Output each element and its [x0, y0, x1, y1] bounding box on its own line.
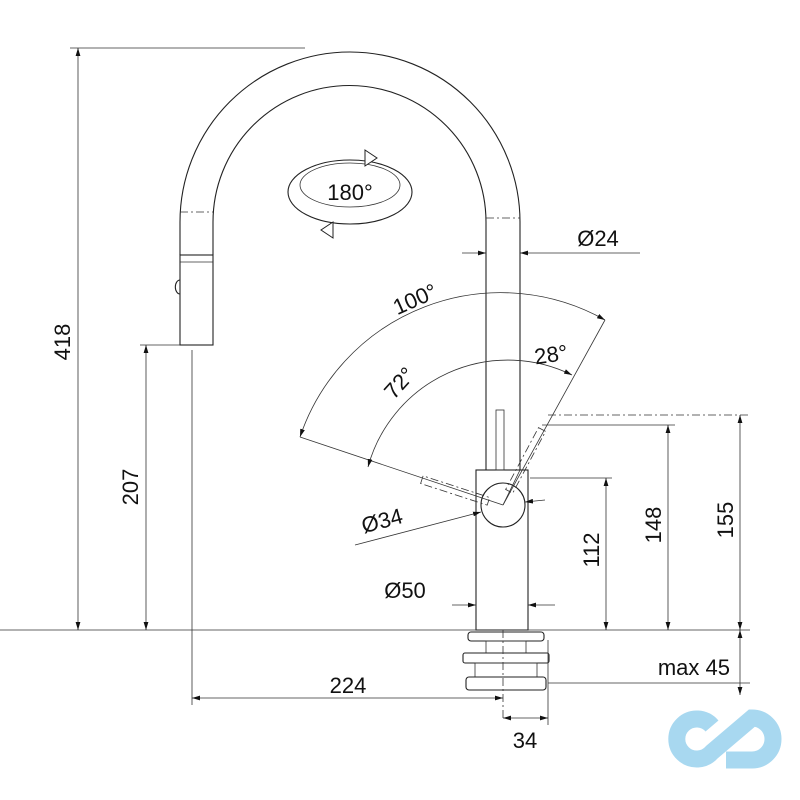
label-lever-height: 148 [641, 507, 666, 544]
label-angle-right: 28° [533, 340, 569, 369]
dimension-lines [75, 48, 743, 721]
faucet-outline [174, 51, 550, 720]
label-spout-rotation: 180° [327, 180, 373, 205]
label-angle-left: 72° [379, 362, 420, 403]
label-spout-diameter: Ø24 [577, 226, 619, 251]
pull-out-head [179, 254, 214, 346]
rotation-arrow-icon [287, 149, 413, 239]
label-angle-total: 100° [389, 278, 441, 319]
lever-vertical [495, 409, 505, 471]
label-outlet-height: 207 [118, 469, 143, 506]
extension-lines [0, 47, 750, 725]
label-base-offset: 34 [513, 728, 537, 753]
label-body-height: 112 [579, 532, 604, 567]
label-max-thickness: max 45 [658, 655, 730, 680]
label-reach: 224 [330, 673, 367, 698]
lever-hub [480, 482, 526, 528]
label-lever-max-height: 155 [713, 502, 738, 539]
infinity-cd-logo-icon [668, 709, 782, 769]
label-total-height: 418 [50, 324, 75, 361]
label-lever-diameter: Ø34 [359, 503, 406, 538]
label-base-diameter: Ø50 [384, 578, 426, 603]
